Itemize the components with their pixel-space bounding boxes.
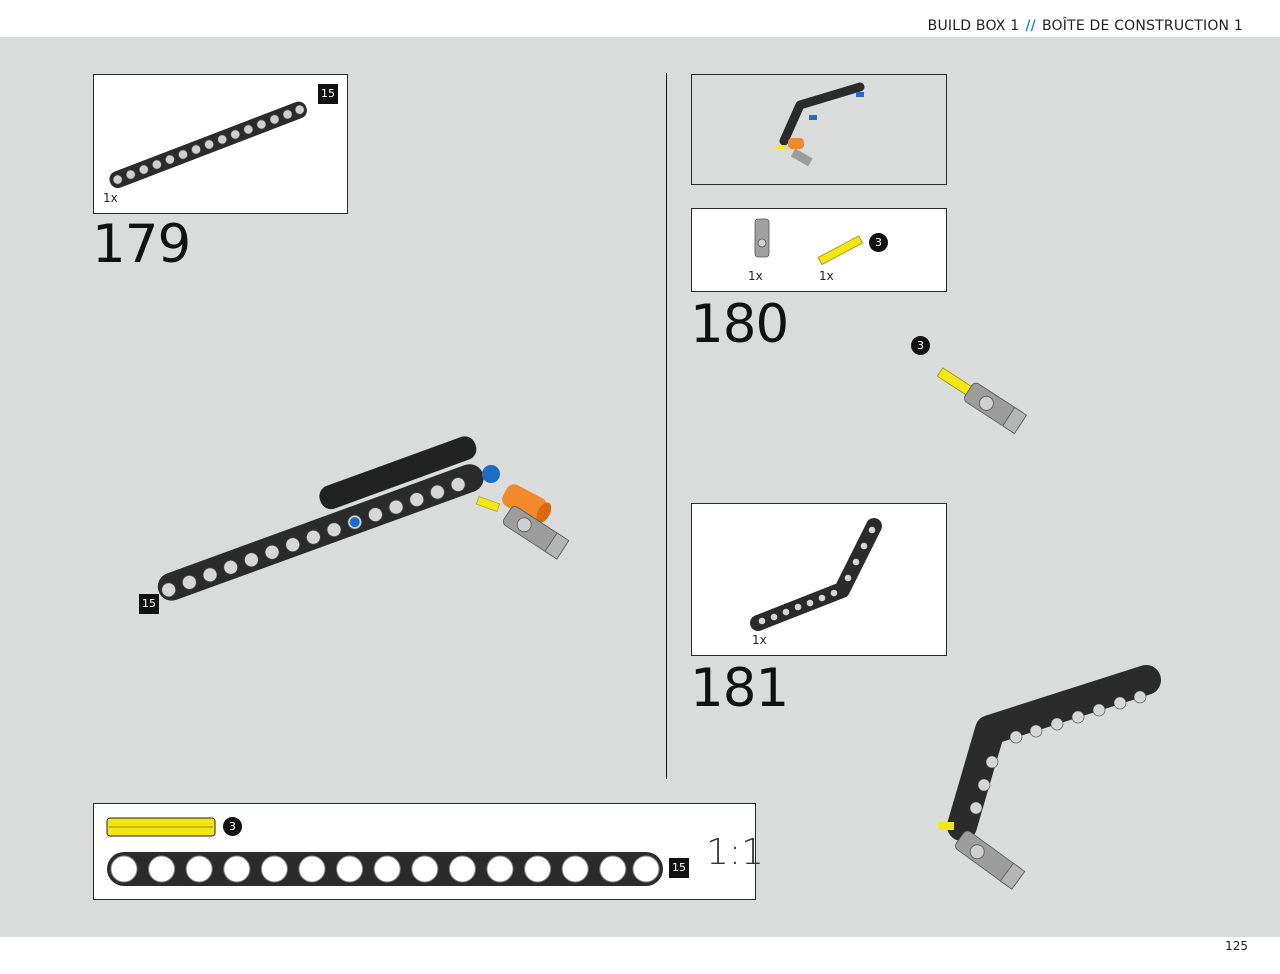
ruler-axle-length-badge: 3 [223,817,242,836]
axle-quantity: 1x [819,269,834,283]
step-number-180: 180 [690,294,789,355]
axle-length-badge: 3 [869,233,888,252]
parts-box-179: 15 1x [93,74,348,214]
part-quantity: 1x [752,633,767,647]
parts-box-181: 1x [691,503,947,656]
header-title-fr: BOÎTE DE CONSTRUCTION 1 [1041,18,1243,34]
sub-assembly-preview-image [776,82,865,167]
ruler-parts-image [106,817,663,886]
beam-length-badge: 15 [318,84,338,104]
parts-180-image [754,218,864,266]
bent-beam-part-image [750,518,882,631]
beam-15-part-image [109,101,307,189]
scale-label: 1:1 [706,832,764,873]
part-quantity: 1x [103,191,118,205]
model-axle-length-badge: 3 [911,336,930,355]
model-beam-length-badge: 15 [139,594,159,614]
header-title: BUILD BOX 1 // BOÎTE DE CONSTRUCTION 1 [928,18,1243,34]
sub-assembly-preview-box [691,74,947,185]
page-number: 125 [1225,939,1248,953]
parts-box-180: 1x 1x 3 [691,208,947,292]
parts-ruler-box: 3 15 1:1 [93,803,764,900]
connector-quantity: 1x [748,269,763,283]
column-divider [666,73,667,779]
ruler-beam-length-badge: 15 [669,858,689,878]
page-footer: 125 [0,937,1280,974]
header-separator: // [1025,18,1036,34]
step-number-179: 179 [92,214,191,275]
page-header: BUILD BOX 1 // BOÎTE DE CONSTRUCTION 1 [0,0,1280,37]
header-title-en: BUILD BOX 1 [927,18,1020,34]
step-number-181: 181 [690,658,789,719]
